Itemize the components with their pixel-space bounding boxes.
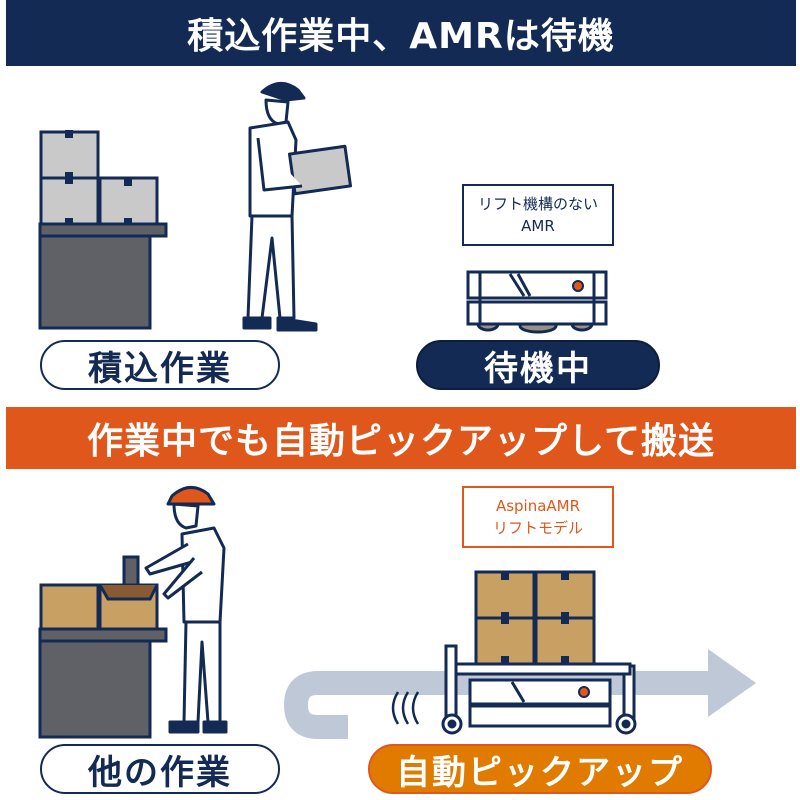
standby-pill: 待機中: [416, 340, 660, 390]
bottom-banner: 作業中でも自動ピックアップして搬送: [6, 407, 796, 469]
amr-robot-illustration: [466, 270, 608, 334]
bottom-banner-title: 作業中でも自動ピックアップして搬送: [87, 421, 715, 462]
aspina-amr-lift-label: AspinaAMR リフトモデル: [462, 486, 614, 548]
transport-arrow: [283, 649, 756, 739]
other-work-pill-label: 他の作業: [88, 752, 232, 793]
top-banner: 積込作業中、AMRは待機: [6, 0, 796, 66]
signal-waves-icon: [391, 691, 420, 725]
worker-other-task-illustration: [144, 486, 228, 734]
top-banner-title: 積込作業中、AMRは待機: [187, 16, 615, 57]
loading-work-pill: 積込作業: [40, 340, 280, 390]
amr-no-lift-label-line1: リフト機構のない: [477, 195, 598, 213]
lift-amr-with-cart-illustration: [441, 570, 637, 735]
auto-pickup-pill-label: 自動ピックアップ: [396, 752, 684, 793]
loading-table-illustration: [38, 130, 168, 330]
worker-carrying-box-illustration: [242, 82, 353, 332]
aspina-amr-lift-label-line2: リフトモデル: [492, 519, 583, 537]
auto-pickup-pill: 自動ピックアップ: [368, 744, 712, 794]
work-table-illustration: [38, 555, 168, 739]
aspina-amr-lift-label-line1: AspinaAMR: [495, 497, 581, 515]
standby-pill-label: 待機中: [484, 348, 592, 389]
amr-no-lift-label-line2: AMR: [521, 217, 555, 235]
other-work-pill: 他の作業: [40, 744, 280, 794]
amr-no-lift-label: リフト機構のない AMR: [462, 184, 614, 246]
loading-work-pill-label: 積込作業: [88, 348, 232, 389]
